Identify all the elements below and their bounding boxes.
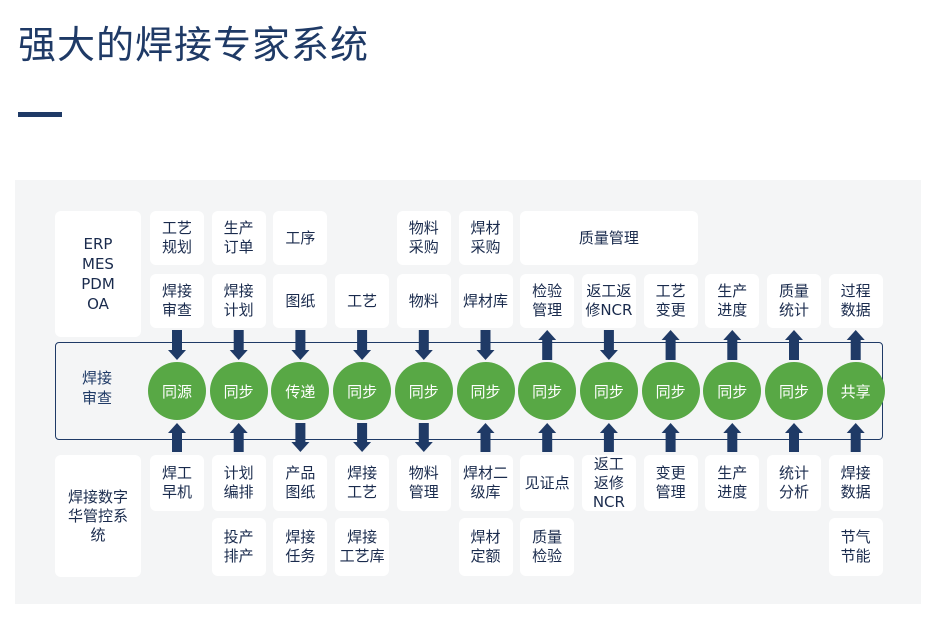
bottom-arrow [723, 423, 742, 452]
row3-box: 产品 图纸 [273, 455, 328, 511]
row2-box: 物料 [396, 274, 451, 328]
sync-node: 同步 [333, 362, 392, 420]
row2-box: 过程 数据 [828, 274, 883, 328]
bottom-arrow [168, 423, 186, 452]
bottom-arrow [229, 423, 248, 452]
row3-box: 见证点 [520, 455, 575, 511]
sync-node: 同步 [579, 362, 638, 420]
row3-box: 焊工 早机 [150, 455, 204, 511]
bottom-arrow [785, 423, 803, 452]
row2-box: 工艺 [335, 274, 390, 328]
sync-node: 同步 [765, 362, 823, 420]
row3-box: 焊材二 级库 [458, 455, 513, 511]
row1-box: 焊材 采购 [458, 211, 513, 265]
row4-box: 投产 排产 [211, 518, 266, 576]
top-arrow [291, 330, 310, 360]
row1-box: 工序 [273, 211, 328, 265]
external-systems-box: ERP MES PDM OA [55, 211, 141, 337]
row1-box: 生产 订单 [211, 211, 266, 265]
row4-box: 质量 检验 [520, 518, 575, 576]
sync-node: 同步 [518, 362, 577, 420]
row3-box: 生产 进度 [705, 455, 760, 511]
sync-node: 同步 [209, 362, 268, 420]
row1-box: 质量管理 [520, 211, 698, 265]
top-arrow [846, 330, 865, 360]
top-arrow [229, 330, 248, 360]
row2-box: 检验 管理 [520, 274, 575, 328]
bottom-arrow [846, 423, 865, 452]
top-arrow [476, 330, 495, 360]
bottom-arrow [414, 423, 433, 452]
top-arrow [661, 330, 680, 360]
sync-node: 同源 [148, 362, 206, 420]
row2-box: 质量 统计 [767, 274, 821, 328]
bottom-arrow [476, 423, 495, 452]
row3-box: 统计 分析 [767, 455, 821, 511]
row2-box: 工艺 变更 [643, 274, 698, 328]
band-label: 焊接 审查 [81, 369, 112, 407]
row3-box: 物料 管理 [396, 455, 451, 511]
digital-control-system-box: 焊接数字 华管控系 统 [55, 455, 141, 577]
row3-box: 返工 返修 NCR [581, 455, 636, 511]
row3-box: 焊接 工艺 [335, 455, 390, 511]
row2-box: 焊接 审查 [150, 274, 204, 328]
row2-box: 生产 进度 [705, 274, 760, 328]
sync-node: 同步 [703, 362, 762, 420]
top-arrow [414, 330, 433, 360]
row2-box: 焊材库 [458, 274, 513, 328]
bottom-arrow [353, 423, 372, 452]
top-arrow [353, 330, 372, 360]
page-title: 强大的焊接专家系统 [18, 23, 370, 67]
top-arrow [168, 330, 186, 360]
row2-box: 图纸 [273, 274, 328, 328]
row3-box: 变更 管理 [643, 455, 698, 511]
bottom-arrow [291, 423, 310, 452]
sync-node: 同步 [394, 362, 453, 420]
row2-box: 焊接 计划 [211, 274, 266, 328]
row4-box: 焊接 任务 [273, 518, 328, 576]
row1-box: 物料 采购 [396, 211, 451, 265]
top-arrow [599, 330, 618, 360]
bottom-arrow [538, 423, 557, 452]
top-arrow [723, 330, 742, 360]
row4-box: 焊接 工艺库 [335, 518, 390, 576]
row2-box: 返工返 修NCR [581, 274, 636, 328]
row3-box: 计划 编排 [211, 455, 266, 511]
sync-node: 传递 [271, 362, 330, 420]
title-underline [18, 112, 62, 117]
row1-box: 工艺 规划 [150, 211, 204, 265]
sync-node: 同步 [456, 362, 515, 420]
sync-node: 同步 [641, 362, 700, 420]
sync-node: 共享 [826, 362, 885, 420]
row4-box: 节气 节能 [828, 518, 883, 576]
top-arrow [538, 330, 557, 360]
row4-box: 焊材 定额 [458, 518, 513, 576]
row3-box: 焊接 数据 [828, 455, 883, 511]
bottom-arrow [661, 423, 680, 452]
top-arrow [785, 330, 803, 360]
bottom-arrow [599, 423, 618, 452]
